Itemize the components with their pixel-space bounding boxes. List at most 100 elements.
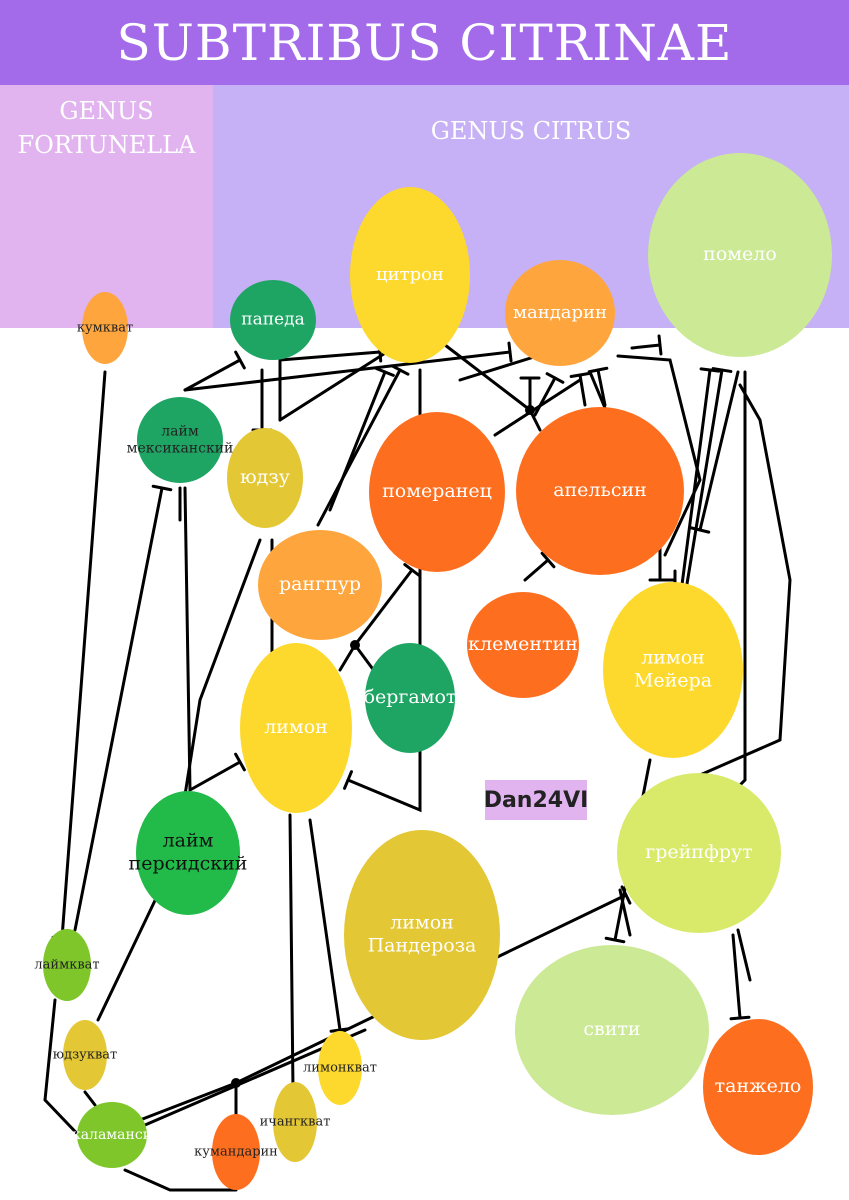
inhibition-bar [545,372,565,384]
lineage-edge [308,818,342,1032]
node-papeda: папеда [230,280,316,360]
fruit-shape [212,1114,260,1190]
watermark-box [485,780,587,820]
fruit-shape [77,1102,147,1168]
inhibition-bar [375,367,395,377]
node-label: цитрон [376,264,444,285]
node-label: кумандарин [194,1145,278,1160]
lineage-edge [60,370,107,940]
node-label: рангпур [279,573,361,595]
lineage-edge [733,370,747,792]
inhibition-bar [729,1015,751,1021]
node-label: помело [703,243,777,265]
node-label: ичангкват [260,1115,331,1130]
node-label: апельсин [553,479,647,501]
node-label: лаймкват [34,958,99,973]
node-lemonquat: лимонкват [303,1031,377,1105]
lineage-edge [43,998,90,1147]
lineage-edge [533,376,557,417]
inhibition-bar [540,551,556,569]
node-label: кумкват [77,321,133,336]
node-label: юдзукват [53,1048,117,1063]
inhibition-bar [699,367,721,373]
fruit-shape [273,1082,317,1162]
node-citron: цитрон [350,187,470,363]
fruit-shape [369,412,505,572]
inhibition-bar [587,366,609,374]
inhibition-bar [234,350,246,370]
inhibition-bar [711,367,733,373]
inhibition-bar [604,936,626,944]
node-mandarin: мандарин [505,260,615,366]
lineage-edge [731,933,742,1020]
fruit-shape [136,791,240,915]
genus-fortunella-line-1: GENUS [59,97,154,125]
lineage-edge [278,350,382,422]
node-label: мандарин [513,302,607,323]
inhibition-bar [151,484,173,492]
fruit-shape [230,280,316,360]
fruit-shape [617,773,781,933]
fruit-shape [227,428,303,528]
fruit-shape [467,592,579,698]
node-label: танжело [715,1075,802,1097]
diagram-title: SUBTRIBUS CITRINAE [116,13,733,72]
junction-dot [525,405,535,415]
lineage-edge [183,486,242,793]
lineage-edge [523,558,550,582]
lineage-edge [96,888,162,1022]
junction-dot [231,1078,241,1088]
lineage-edge [684,368,724,592]
fruit-shape [648,153,832,357]
junction-dot [350,640,360,650]
node-rangpur: рангпур [258,530,382,640]
node-yangquat: ичангкват [260,1082,331,1162]
lineage-edge [183,358,242,392]
node-label: Мейера [634,669,712,691]
fruit-shape [318,1031,362,1105]
lineage-edge [353,568,414,647]
node-tangelo: танжело [703,1019,813,1155]
lineage-edge [698,383,792,777]
fruit-shape [82,292,128,364]
lineage-edge [316,368,402,527]
lineage-edge [698,370,740,532]
genus-fortunella-label: GENUS FORTUNELLA [0,94,213,162]
lineage-edge [736,928,752,982]
fruit-shape [344,830,500,1040]
node-grapefruit: грейпфрут [617,773,781,933]
node-sweetie: свити [515,945,709,1115]
fruit-shape [350,187,470,363]
lineage-edge [353,643,377,674]
fruit-shape [505,260,615,366]
node-label: папеда [241,310,304,330]
fruit-shape [258,530,382,640]
node-label: лимон [390,912,454,934]
fruit-shape [365,643,455,753]
lineage-edge [578,373,587,407]
lineage-edge [183,350,512,392]
node-bitter-orange: померанец [369,412,505,572]
node-limequat: лаймкват [34,929,100,1001]
inhibition-bar [507,341,513,363]
node-kumandarin: кумандарин [194,1114,278,1190]
watermark: Dan24VI [483,787,589,813]
lineage-edge [278,348,392,422]
node-label: лимон [641,647,705,669]
inhibition-bar [403,563,421,577]
node-label: бергамот [364,686,457,708]
lineage-edge [328,370,387,512]
node-label: лимонкват [303,1061,377,1076]
lineage-edge [123,1168,238,1192]
node-label: лимон [264,716,328,738]
fruit-shape [603,582,743,758]
node-label: померанец [382,480,492,502]
genus-fortunella-band [0,85,213,328]
inhibition-bar [689,526,711,534]
node-label: лайм [161,424,199,440]
node-label: свити [583,1018,640,1040]
